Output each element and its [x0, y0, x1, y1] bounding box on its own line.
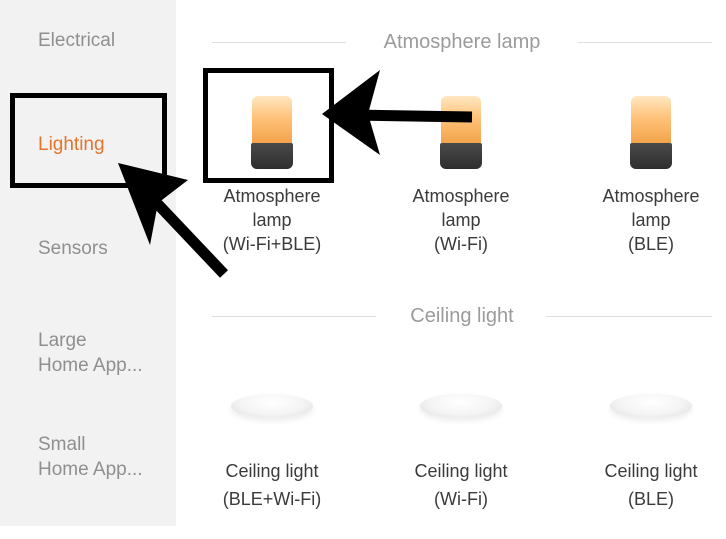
product-name: lamp: [252, 210, 292, 230]
divider: [578, 42, 712, 43]
product-atmosphere-lamp-wifi-ble[interactable]: Atmosphere lamp (Wi-Fi+BLE): [197, 96, 347, 256]
section-title: Ceiling light: [410, 305, 514, 327]
sidebar-item-lighting[interactable]: Lighting: [38, 132, 170, 157]
ceiling-light-icon: [420, 390, 502, 420]
sidebar-item-label: Large: [38, 330, 87, 351]
product-variant: (Wi-Fi+BLE): [222, 234, 322, 254]
sidebar-item-sensors[interactable]: Sensors: [38, 236, 170, 261]
product-variant: (Wi-Fi): [434, 489, 488, 509]
product-name: lamp: [441, 210, 481, 230]
product-variant: (BLE): [627, 489, 674, 509]
atmosphere-lamp-icon: [251, 96, 293, 170]
sidebar-item-label: Small: [38, 434, 86, 455]
divider: [212, 316, 376, 317]
product-variant: (BLE+Wi-Fi): [222, 489, 322, 509]
sidebar-item-label: Home App...: [38, 355, 143, 376]
product-ceiling-light-ble-wifi[interactable]: Ceiling light (BLE+Wi-Fi): [197, 390, 347, 513]
ceiling-light-icon: [610, 390, 692, 420]
product-atmosphere-lamp-wifi[interactable]: Atmosphere lamp (Wi-Fi): [386, 96, 536, 256]
product-ceiling-light-ble[interactable]: Ceiling light (BLE): [576, 390, 726, 513]
atmosphere-lamp-icon: [440, 96, 482, 170]
product-ceiling-light-wifi[interactable]: Ceiling light (Wi-Fi): [386, 390, 536, 513]
sidebar-item-large-home-appliances[interactable]: Large Home App...: [38, 328, 170, 378]
category-sidebar: Electrical Lighting Sensors Large Home A…: [0, 0, 176, 526]
highlight-box-lighting: [10, 93, 167, 188]
product-name: Atmosphere: [412, 186, 510, 206]
section-header-ceiling-light: Ceiling light: [212, 304, 712, 328]
sidebar-item-electrical[interactable]: Electrical: [38, 28, 170, 53]
product-atmosphere-lamp-ble[interactable]: Atmosphere lamp (BLE): [576, 96, 726, 256]
product-name: lamp: [631, 210, 671, 230]
sidebar-item-label: Home App...: [38, 459, 143, 480]
product-variant: (BLE): [627, 234, 674, 254]
product-name: Atmosphere: [223, 186, 321, 206]
section-title: Atmosphere lamp: [383, 31, 541, 53]
sidebar-item-small-home-appliances[interactable]: Small Home App...: [38, 432, 170, 482]
section-header-atmosphere-lamp: Atmosphere lamp: [212, 30, 712, 54]
product-name: Ceiling light: [414, 461, 508, 481]
product-name: Ceiling light: [225, 461, 319, 481]
product-variant: (Wi-Fi): [434, 234, 488, 254]
ceiling-light-icon: [231, 390, 313, 420]
sidebar-item-label: Sensors: [38, 238, 108, 259]
sidebar-item-label: Lighting: [38, 134, 105, 155]
product-name: Atmosphere: [602, 186, 700, 206]
highlight-box-lamp: [203, 68, 334, 183]
atmosphere-lamp-icon: [630, 96, 672, 170]
divider: [212, 42, 346, 43]
sidebar-item-label: Electrical: [38, 30, 116, 51]
product-name: Ceiling light: [604, 461, 698, 481]
divider: [546, 316, 712, 317]
